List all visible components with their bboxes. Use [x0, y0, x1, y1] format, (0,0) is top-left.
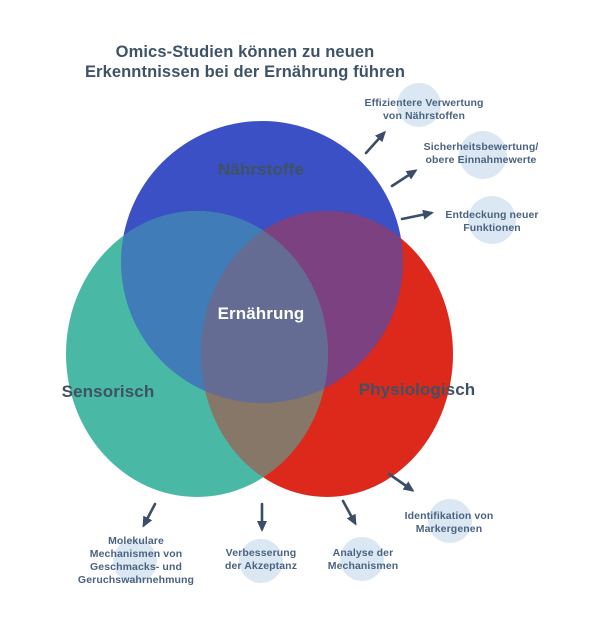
bubble-identifikation [428, 499, 472, 543]
annotation-analyse-mechanismen: Analyse der Mechanismen [327, 547, 399, 572]
arrow-to-identifikation [387, 472, 415, 492]
bubble-analyse [340, 537, 384, 581]
arrow-to-molekulare [142, 502, 157, 528]
annotation-effizientere-verwertung: Effizientere Verwertung von Nährstoffen [364, 97, 484, 122]
overlap-all-wrapper [201, 211, 328, 403]
label-naehrstoffe: Nährstoffe [217, 160, 305, 179]
annotation-sicherheitsbewertung: Sicherheitsbewertung/ obere Einnahmewert… [423, 141, 539, 166]
arrow-to-entdeckung [400, 209, 434, 221]
arrow-to-sicherheit [390, 169, 418, 188]
bubble-sicherheit [459, 131, 507, 179]
label-sensorisch: Sensorisch [61, 382, 155, 401]
overlap-all [201, 211, 328, 403]
bubble-verbesserung [239, 539, 283, 583]
arrow-to-analyse [341, 499, 357, 526]
bubble-molekulare [113, 539, 157, 583]
label-physiologisch: Physiologisch [358, 380, 476, 399]
bubble-entdeckung [468, 196, 516, 244]
page-title: Omics-Studien können zu neuen Erkenntnis… [84, 43, 406, 81]
annotation-molekulare-mechanismen: Molekulare Mechanismen von Geschmacks- u… [77, 535, 195, 586]
bubble-effizientere [397, 83, 441, 127]
annotation-entdeckung-funktionen: Entdeckung neuer Funktionen [445, 209, 539, 234]
label-ernaehrung: Ernährung [217, 304, 305, 323]
annotation-verbesserung-akzeptanz: Verbesserung der Akzeptanz [224, 547, 298, 572]
arrow-to-effizientere [364, 130, 387, 155]
annotation-identifikation-markergene: Identifikation von Markergenen [404, 510, 494, 535]
